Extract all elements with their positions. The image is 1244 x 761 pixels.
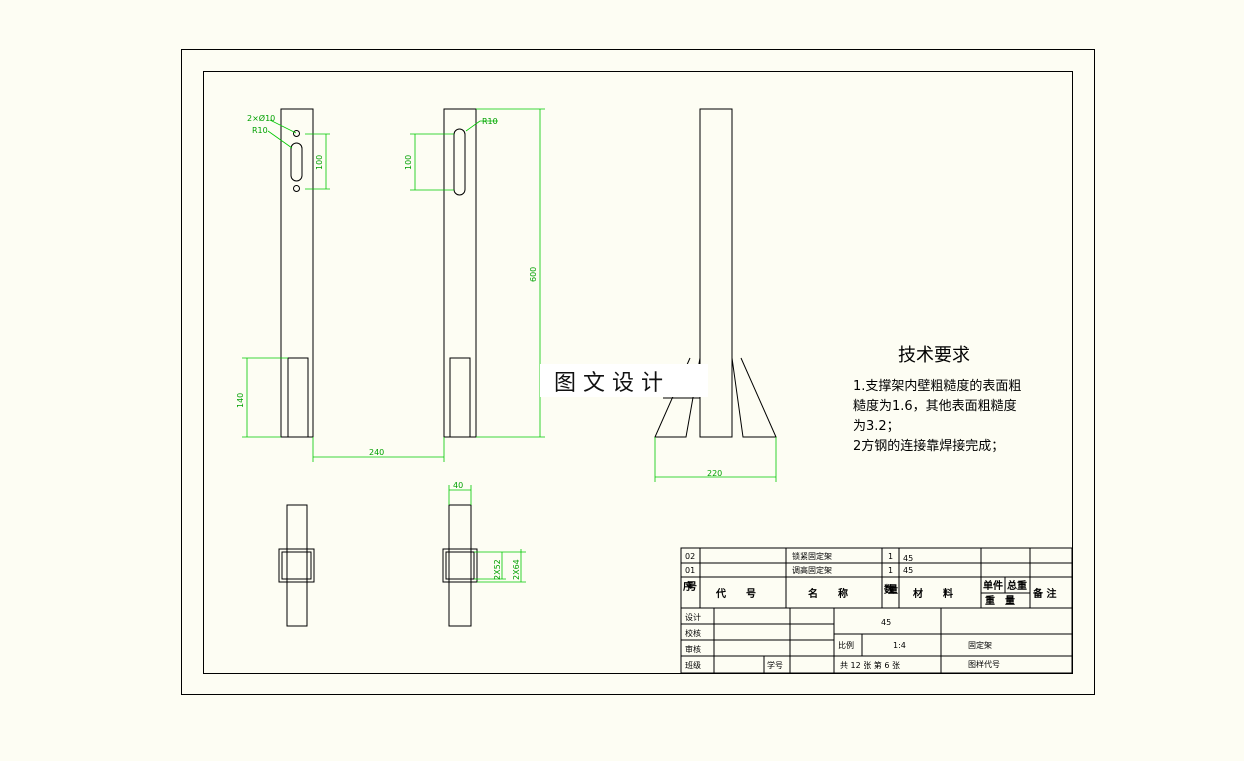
bar (286, 504, 308, 627)
hdr-total-weight: 总重 (1007, 579, 1027, 592)
post-outline (443, 108, 477, 438)
dim-100-right: 100 (404, 155, 413, 170)
tb-drawing-name: 固定架 (968, 640, 992, 650)
view-right-post (443, 108, 477, 438)
notes-title: 技术要求 (898, 345, 970, 366)
part-material-01: 45 (903, 566, 913, 575)
tb-drawing-code: 图样代号 (968, 659, 1000, 669)
tb-class: 班级 (685, 660, 701, 670)
square-tube-insert (449, 357, 471, 438)
outer-border (181, 49, 1095, 695)
hdr-material: 材 料 (913, 587, 953, 600)
dim-r10-right: R10 (482, 117, 498, 126)
tb-check: 校核 (685, 628, 701, 638)
view-left-post (280, 108, 314, 438)
bar (448, 504, 472, 627)
long-slot (453, 128, 466, 196)
part-no-02: 02 (685, 552, 695, 561)
tb-student-no: 学号 (767, 660, 783, 670)
dim-240: 240 (369, 448, 384, 457)
tb-scale: 1:4 (893, 641, 906, 650)
hdr-code: 代 号 (715, 587, 756, 600)
view-side-base (654, 108, 777, 438)
tb-material: 45 (881, 618, 891, 627)
title-block: 02 锁紧固定架 1 45 01 调高固定架 1 45 序号 代 号 名 称 数… (680, 547, 1073, 674)
view-top-right (442, 504, 478, 627)
watermark: 图 文 设 计 (540, 364, 708, 397)
tb-scale-label: 比例 (838, 640, 854, 650)
sleeve (442, 548, 478, 583)
note-line-2: 糙度为1.6，其他表面粗糙度 (853, 398, 1017, 414)
slot (290, 142, 303, 182)
part-no-01: 01 (685, 566, 695, 575)
part-name-01: 调高固定架 (792, 565, 832, 575)
view-top-left (278, 504, 315, 627)
dim-40: 40 (453, 481, 463, 490)
dimensions: 2×Ø10 R10 100 140 240 R10 100 600 220 (236, 108, 777, 583)
dim-140: 140 (236, 393, 245, 408)
dim-2x52: 2X52 (493, 559, 502, 580)
hdr-unit-weight: 单件 (983, 579, 1003, 592)
note-line-3: 为3.2； (853, 419, 900, 434)
dim-220: 220 (707, 469, 722, 478)
dim-r10-left: R10 (252, 126, 268, 135)
hdr-qty: 数量 (884, 583, 898, 596)
inner-frame (203, 71, 1073, 674)
tb-review: 审核 (685, 644, 701, 654)
sleeve-inner (445, 551, 475, 580)
part-material-02: 45 (903, 554, 913, 563)
dim-100-left: 100 (315, 155, 324, 170)
part-qty-02: 1 (888, 552, 893, 561)
dim-600: 600 (529, 267, 538, 282)
technical-notes: 技术要求 1.支撑架内壁粗糙度的表面粗 糙度为1.6，其他表面粗糙度 为3.2；… (853, 345, 1021, 454)
square-tube-insert (287, 357, 309, 438)
hole-bottom (293, 185, 300, 192)
sleeve-inner (281, 551, 312, 580)
part-name-02: 锁紧固定架 (792, 551, 832, 561)
tb-sheets: 共 12 张 第 6 张 (840, 660, 900, 670)
dim-2x64: 2X64 (512, 559, 521, 580)
watermark-text: 图 文 设 计 (554, 371, 663, 396)
hole-top (293, 130, 300, 137)
note-line-1: 1.支撑架内壁粗糙度的表面粗 (853, 378, 1021, 394)
post-outline (699, 108, 733, 438)
hdr-no: 序号 (683, 580, 697, 593)
tb-design: 设计 (685, 612, 701, 622)
sleeve (278, 548, 315, 583)
hdr-weight: 重 量 (985, 594, 1015, 607)
part-qty-01: 1 (888, 566, 893, 575)
right-leg (731, 357, 777, 438)
hdr-remark: 备 注 (1032, 587, 1056, 600)
hdr-name: 名 称 (808, 587, 848, 600)
note-line-4: 2方钢的连接靠焊接完成； (853, 438, 1004, 454)
dim-2x10: 2×Ø10 (247, 113, 275, 123)
